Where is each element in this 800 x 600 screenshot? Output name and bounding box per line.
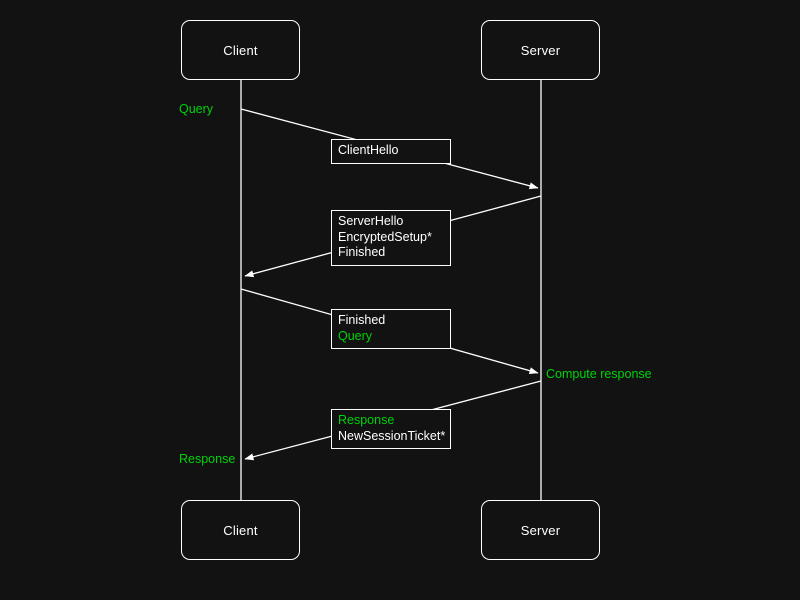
side-label-response-end: Response (179, 452, 236, 466)
message-box-client-hello[interactable]: ClientHello (331, 139, 451, 164)
message-line: Query (338, 328, 373, 343)
actor-box-server-bottom[interactable]: Server (481, 500, 600, 560)
actor-box-client-top[interactable]: Client (181, 20, 300, 80)
message-box-response-ticket[interactable]: Response NewSessionTicket* (331, 409, 451, 449)
message-line: ServerHello (338, 214, 404, 228)
actor-label-client-bottom: Client (223, 522, 258, 538)
message-line: ClientHello (338, 143, 399, 157)
message-box-server-hello[interactable]: ServerHello EncryptedSetup* Finished (331, 210, 451, 266)
actor-box-client-bottom[interactable]: Client (181, 500, 300, 560)
actor-label-client-top: Client (223, 42, 258, 58)
message-box-finished-query[interactable]: Finished Query (331, 309, 451, 349)
side-label-query-start: Query (179, 102, 214, 116)
message-line: Finished (338, 313, 386, 327)
actor-label-server-top: Server (520, 42, 561, 58)
side-label-compute-response: Compute response (546, 367, 652, 381)
message-line: Response (338, 413, 395, 427)
message-line: EncryptedSetup* (338, 229, 432, 244)
message-line: Finished (338, 245, 386, 259)
actor-label-server-bottom: Server (520, 522, 561, 538)
message-line: NewSessionTicket* (338, 428, 446, 443)
actor-box-server-top[interactable]: Server (481, 20, 600, 80)
